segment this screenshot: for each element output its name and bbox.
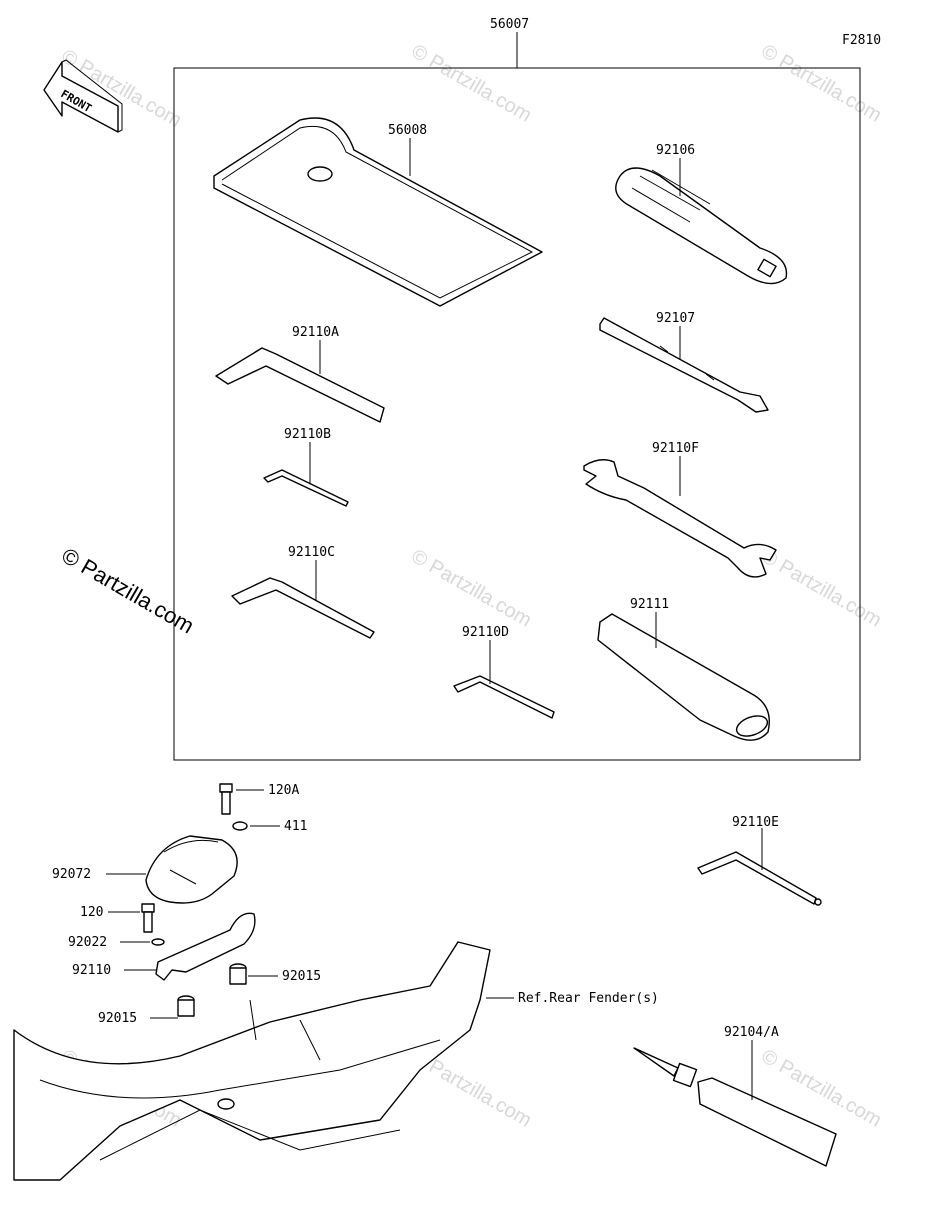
label-411: 411 xyxy=(284,819,307,834)
label-92111: 92111 xyxy=(630,597,669,612)
label-120a: 120A xyxy=(268,783,299,798)
watermark-4: © Partzilla.com xyxy=(408,545,536,631)
label-92110: 92110 xyxy=(72,963,111,978)
hex-key-c xyxy=(231,577,375,639)
label-56007: 56007 xyxy=(490,17,529,32)
label-56008: 56008 xyxy=(388,123,427,138)
watermark-2: © Partzilla.com xyxy=(408,40,536,126)
label-92110d: 92110D xyxy=(462,625,509,640)
rear-fender xyxy=(13,941,491,1181)
cover-92072 xyxy=(145,835,238,904)
collar-right xyxy=(229,963,247,985)
label-92104a: 92104/A xyxy=(724,1025,779,1040)
screwdriver-handle xyxy=(615,167,788,285)
label-92110a: 92110A xyxy=(292,325,339,340)
label-92110f: 92110F xyxy=(652,441,699,456)
label-92110c: 92110C xyxy=(288,545,335,560)
label-92015-left: 92015 xyxy=(98,1011,137,1026)
sealant-tube xyxy=(633,1047,837,1167)
open-end-wrench xyxy=(583,459,777,578)
collar-left xyxy=(177,995,195,1017)
label-92107: 92107 xyxy=(656,311,695,326)
label-92022: 92022 xyxy=(68,935,107,950)
washer-92022 xyxy=(151,938,165,946)
label-92072: 92072 xyxy=(52,867,91,882)
hex-key-e xyxy=(697,851,822,906)
bracket-92110 xyxy=(155,912,256,981)
screwdriver-bit xyxy=(599,317,769,413)
washer-411 xyxy=(232,821,248,831)
label-ref-rear-fender: Ref.Rear Fender(s) xyxy=(518,991,659,1006)
watermark-5: © Partzilla.com xyxy=(758,545,886,631)
hex-key-b xyxy=(263,469,349,507)
copyright-text: © Partzilla.com xyxy=(58,543,199,639)
watermark-3: © Partzilla.com xyxy=(758,40,886,126)
label-92106: 92106 xyxy=(656,143,695,158)
bolt-120 xyxy=(141,903,155,933)
label-92015-right: 92015 xyxy=(282,969,321,984)
hex-key-d xyxy=(453,675,555,719)
label-92110b: 92110B xyxy=(284,427,331,442)
label-120: 120 xyxy=(80,905,103,920)
extension-tool xyxy=(597,613,770,741)
label-92110e: 92110E xyxy=(732,815,779,830)
bolt-120a xyxy=(219,783,233,815)
hex-key-a xyxy=(215,347,385,423)
figure-code: F2810 xyxy=(842,33,881,48)
tool-case xyxy=(213,117,543,307)
